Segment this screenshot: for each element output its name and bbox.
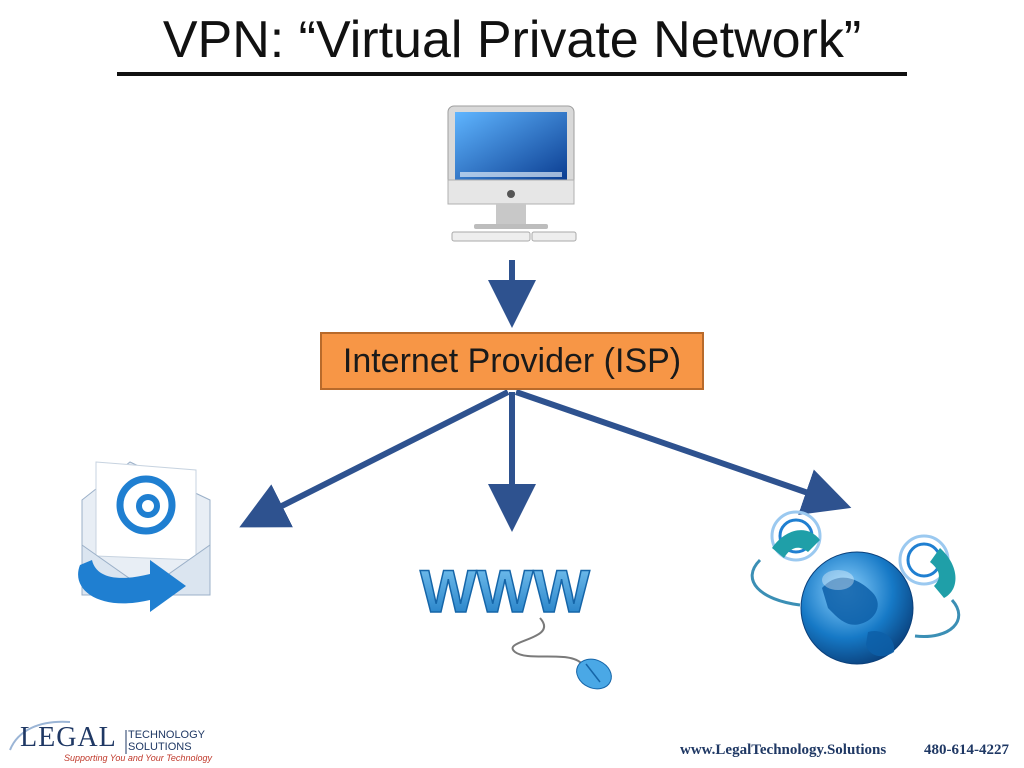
title-underline (117, 72, 907, 76)
slide-title: VPN: “Virtual Private Network” (0, 8, 1024, 72)
logo-subtext: TECHNOLOGY SOLUTIONS (128, 729, 205, 753)
footer-phone: 480-614-4227 (924, 742, 1009, 758)
company-logo: LEGAL TECHNOLOGY SOLUTIONS Supporting Yo… (0, 712, 240, 768)
slide-title-text: VPN: “Virtual Private Network” (162, 11, 862, 69)
logo-main-text: LEGAL (20, 722, 117, 753)
desktop-computer-icon (447, 105, 577, 242)
logo-line-1: TECHNOLOGY (128, 729, 206, 741)
arrow-isp-to-email (239, 389, 510, 528)
isp-label: Internet Provider (ISP) (342, 341, 682, 380)
logo-tagline: Supporting You and Your Technology (64, 753, 212, 763)
www-mouse-icon: WWW (419, 557, 612, 690)
email-at-icon (78, 461, 211, 612)
isp-box: Internet Provider (ISP) (320, 332, 704, 390)
logo-line-2: SOLUTIONS (128, 741, 192, 753)
logo-swoosh-icon (9, 720, 127, 754)
globe-telephone-icon (750, 510, 961, 665)
footer-website: www.LegalTechnology.Solutions (680, 742, 887, 758)
network-diagram: WWW (78, 105, 961, 690)
svg-text:WWW: WWW (420, 558, 590, 625)
connection-arrows (239, 260, 852, 532)
arrow-isp-to-telephony (515, 389, 852, 515)
